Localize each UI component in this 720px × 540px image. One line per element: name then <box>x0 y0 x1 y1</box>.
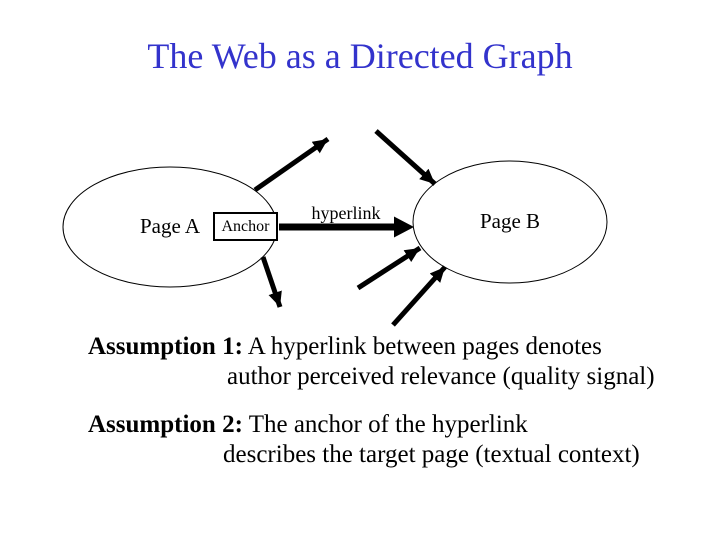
assumption-1: Assumption 1: A hyperlink between pages … <box>88 332 655 392</box>
page-b-ellipse <box>412 160 608 284</box>
assumption-1-label: Assumption 1: <box>88 333 243 360</box>
assumption-2: Assumption 2: The anchor of the hyperlin… <box>88 410 640 470</box>
inlink-arrow-top-icon <box>374 129 437 186</box>
hyperlink-label: hyperlink <box>311 203 381 223</box>
outlink-arrow-top-icon <box>253 136 330 193</box>
outlink-arrow-bottom-icon <box>260 256 283 308</box>
inlink-arrow-middle-icon <box>356 245 422 291</box>
anchor-label: Anchor <box>221 217 270 235</box>
page-a-label: Page A <box>139 214 201 238</box>
page-b-label: Page B <box>479 209 541 233</box>
inlink-arrow-bottom-icon <box>391 265 447 327</box>
hyperlink-arrowhead-icon <box>394 216 414 238</box>
slide-title: The Web as a Directed Graph <box>147 36 573 76</box>
assumption-1-line1: Assumption 1: A hyperlink between pages … <box>88 332 655 362</box>
assumption-1-text: A hyperlink between pages denotes <box>247 333 602 360</box>
anchor-box: Anchor <box>213 212 278 241</box>
assumption-2-text: The anchor of the hyperlink <box>248 411 528 438</box>
assumption-2-line1: Assumption 2: The anchor of the hyperlin… <box>88 410 640 440</box>
assumption-2-text-line2: describes the target page (textual conte… <box>223 441 640 468</box>
assumption-1-text-line2: author perceived relevance (quality sign… <box>227 363 655 390</box>
assumption-2-label: Assumption 2: <box>88 411 243 438</box>
